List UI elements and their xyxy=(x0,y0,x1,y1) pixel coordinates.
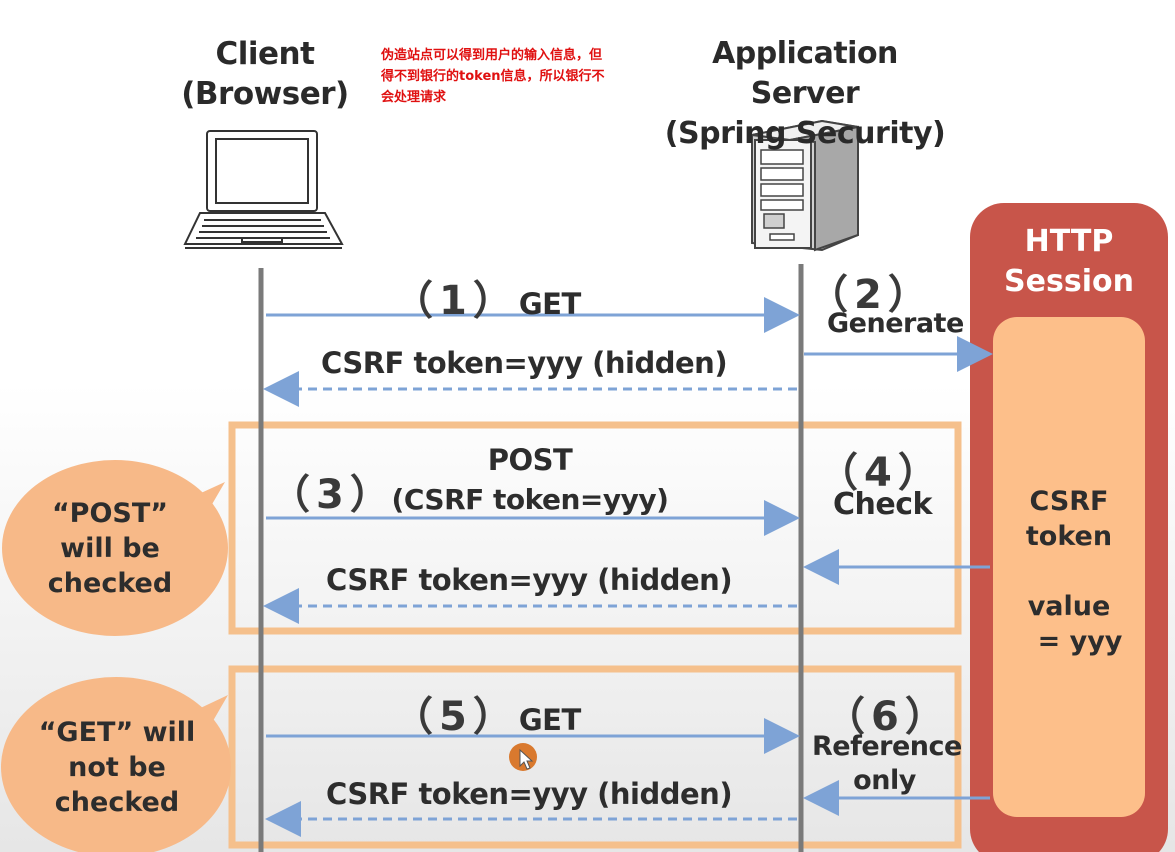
step6-text: Reference only xyxy=(812,730,962,798)
note-line3: 会处理请求 xyxy=(381,90,447,105)
step1-number: （1） xyxy=(393,278,519,324)
step6-line2: only xyxy=(853,765,916,796)
server-title-line1: Application Server xyxy=(712,36,898,111)
client-title-line2: (Browser) xyxy=(181,76,349,112)
session-token-text: CSRF token value = yyy xyxy=(993,484,1145,659)
bubble-get-line2: not be xyxy=(68,752,166,783)
bubble-post-line2: will be xyxy=(60,533,160,564)
step4-number: （4） xyxy=(818,450,944,496)
server-title-line2: (Spring Security) xyxy=(664,116,946,151)
step2-number: （2） xyxy=(808,272,934,318)
note-line2: 得不到银行的token信息，所以银行不 xyxy=(381,69,605,84)
response1-label: CSRF token=yyy (hidden) xyxy=(321,346,728,380)
bubble-get-text: “GET” will not be checked xyxy=(12,715,222,820)
response3-label: CSRF token=yyy (hidden) xyxy=(326,777,733,811)
step2-text: Generate xyxy=(827,308,964,339)
bubble-post-shape xyxy=(2,460,228,636)
bubble-post-line3: checked xyxy=(47,568,173,599)
step1-text: GET xyxy=(518,287,581,321)
server-title: Application Server (Spring Security) xyxy=(655,34,955,154)
response2-label: CSRF token=yyy (hidden) xyxy=(326,563,733,597)
step5-label: （5）GET xyxy=(393,684,581,742)
session-line-token: token xyxy=(1025,521,1113,552)
session-line-value: value xyxy=(1027,591,1111,622)
bubble-get-line3: checked xyxy=(54,787,180,818)
bubble-get-line1: “GET” will xyxy=(38,717,196,748)
laptop-icon xyxy=(183,130,344,249)
server-tower-icon xyxy=(751,119,859,252)
step3-number: （3） xyxy=(270,472,396,518)
step6-line1: Reference xyxy=(812,731,962,762)
get-reference-box xyxy=(228,665,962,849)
note-line1: 伪造站点可以得到用户的输入信息，但 xyxy=(381,48,603,63)
session-title-line1: HTTP xyxy=(1024,224,1114,259)
bubble-post-text: “POST” will be checked xyxy=(10,496,210,601)
http-session-panel xyxy=(970,203,1168,852)
step4-text: Check xyxy=(833,487,932,522)
cursor-pointer-icon xyxy=(509,743,537,771)
chinese-note: 伪造站点可以得到用户的输入信息，但 得不到银行的token信息，所以银行不 会处… xyxy=(381,45,651,108)
step3-line2: (CSRF token=yyy) xyxy=(391,483,669,516)
step5-number: （5） xyxy=(393,694,519,740)
step6-number: （6） xyxy=(825,694,951,740)
session-line-yyy: = yyy xyxy=(1037,626,1123,657)
session-title-line2: Session xyxy=(1004,264,1134,299)
step1-label: （1）GET xyxy=(393,268,581,326)
session-line-csrf: CSRF xyxy=(1029,486,1109,517)
session-title: HTTP Session xyxy=(975,222,1163,302)
client-title: Client (Browser) xyxy=(170,34,360,114)
step3-line1: POST xyxy=(487,443,573,477)
step3-text: POST (CSRF token=yyy) xyxy=(390,440,670,520)
bubble-post-line1: “POST” xyxy=(51,498,169,529)
bubble-get-shape xyxy=(1,677,231,852)
step5-text: GET xyxy=(518,703,581,737)
post-check-box xyxy=(228,421,962,635)
client-title-line1: Client xyxy=(215,36,315,72)
